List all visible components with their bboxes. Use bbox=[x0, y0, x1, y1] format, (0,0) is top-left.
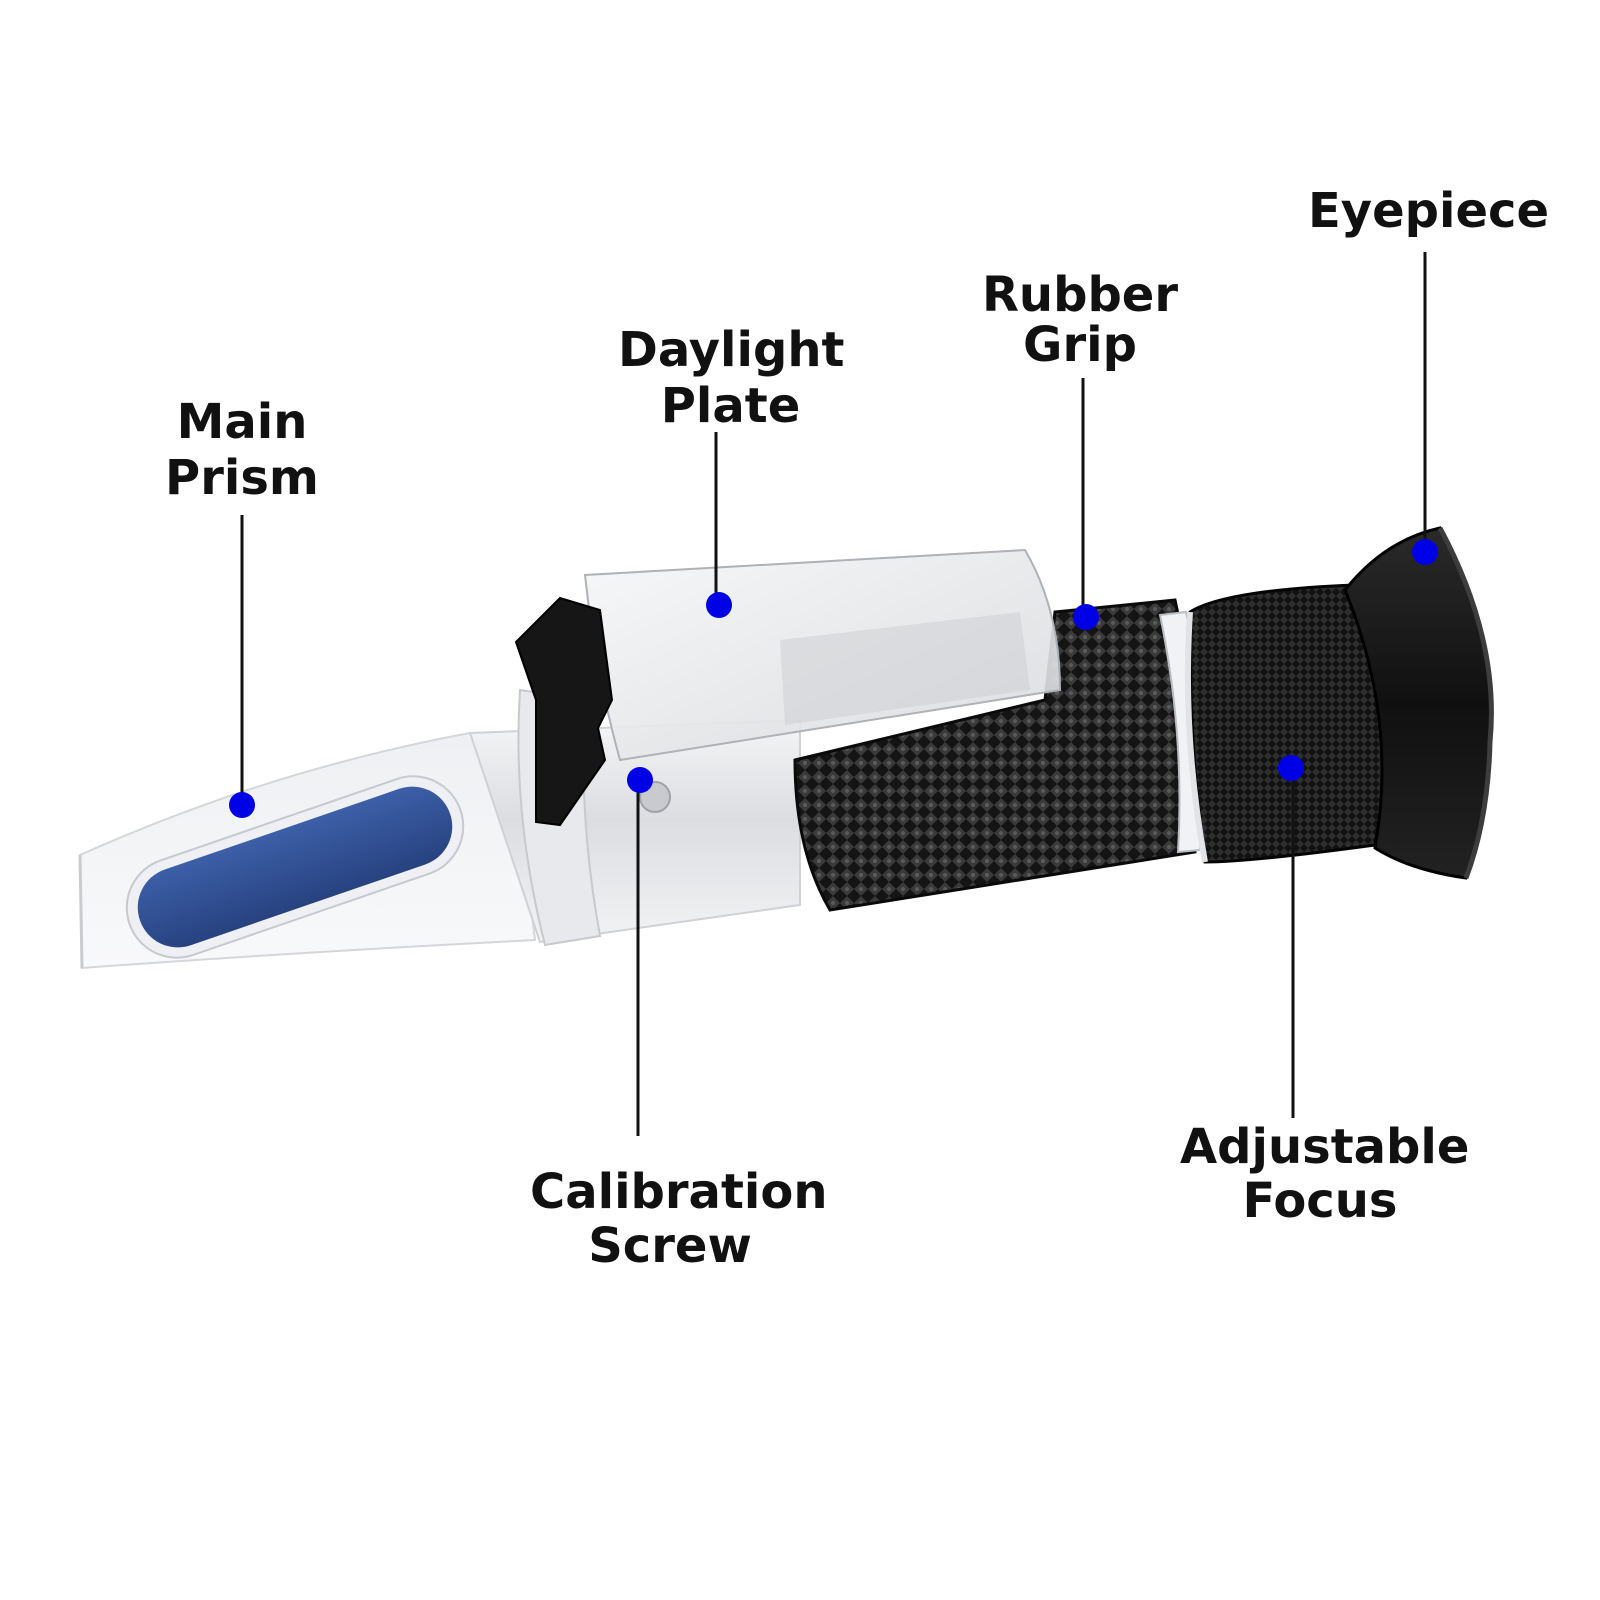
label-calibration-screw: Calibration Screw bbox=[530, 1164, 828, 1275]
eyepiece-cup bbox=[1343, 526, 1494, 880]
markers bbox=[229, 539, 1438, 818]
label-daylight-plate-line2: Plate bbox=[660, 377, 801, 434]
label-daylight-plate: Daylight Plate bbox=[618, 322, 845, 434]
label-calibration-screw-line2: Screw bbox=[588, 1218, 752, 1275]
leader-lines bbox=[240, 252, 1427, 1136]
label-eyepiece-line1: Eyepiece bbox=[1308, 183, 1550, 239]
marker-calibration-screw bbox=[627, 767, 653, 793]
label-main-prism-line2: Prism bbox=[165, 449, 319, 506]
label-main-prism: Main Prism bbox=[162, 394, 322, 506]
marker-eyepiece bbox=[1412, 539, 1438, 565]
focus-ring bbox=[1184, 583, 1386, 864]
prism-window bbox=[137, 786, 453, 948]
main-prism bbox=[78, 732, 537, 970]
label-adjustable-focus-line2: Focus bbox=[1242, 1173, 1398, 1230]
daylight-plate bbox=[514, 548, 1062, 827]
marker-daylight-plate bbox=[706, 592, 732, 618]
label-adjustable-focus: Adjustable Focus bbox=[1180, 1119, 1470, 1230]
plate-hinge bbox=[514, 596, 614, 827]
label-calibration-screw-line1: Calibration bbox=[530, 1164, 828, 1220]
label-daylight-plate-line1: Daylight bbox=[618, 322, 845, 378]
label-rubber-grip: Rubber Grip bbox=[980, 270, 1180, 371]
marker-rubber-grip bbox=[1073, 604, 1099, 630]
label-rubber-grip-line2: Grip bbox=[1023, 317, 1137, 374]
marker-main-prism bbox=[229, 792, 255, 818]
label-adjustable-focus-line1: Adjustable bbox=[1180, 1119, 1470, 1175]
marker-adjustable-focus bbox=[1278, 755, 1304, 781]
label-main-prism-line1: Main bbox=[176, 394, 308, 450]
label-eyepiece: Eyepiece bbox=[1308, 183, 1550, 240]
label-rubber-grip-line1: Rubber bbox=[981, 267, 1179, 323]
